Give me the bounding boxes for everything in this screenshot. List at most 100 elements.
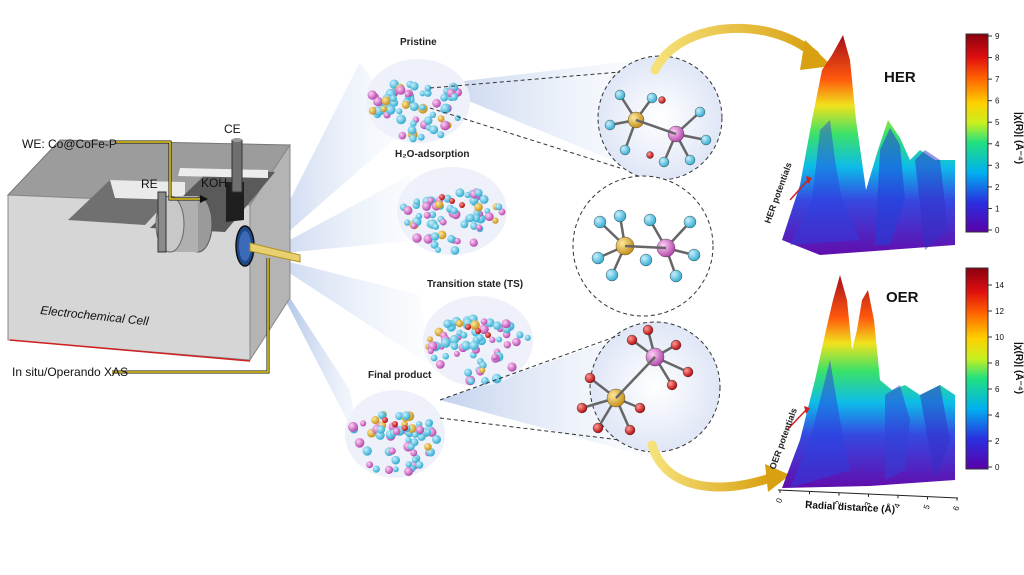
- atom: [501, 319, 511, 329]
- atom: [412, 431, 419, 438]
- atom: [429, 125, 439, 135]
- atom: [405, 437, 412, 444]
- atom: [401, 100, 410, 109]
- counter-electrode-label: CE: [224, 122, 241, 136]
- stage-transition-label: Transition state (TS): [427, 279, 523, 290]
- atom: [422, 201, 431, 211]
- oxygen-atom: [624, 424, 636, 436]
- atom: [396, 108, 403, 115]
- atom: [391, 455, 401, 465]
- atom: [437, 230, 447, 240]
- atom: [476, 224, 483, 231]
- atom: [455, 319, 464, 328]
- atom: [348, 421, 358, 432]
- atom: [428, 211, 437, 219]
- atom: [372, 465, 380, 473]
- atom: [410, 120, 417, 127]
- oxygen-atom: [670, 339, 682, 351]
- atom: [480, 318, 488, 325]
- atom: [415, 425, 425, 434]
- atom: [481, 377, 489, 385]
- x-tick-label: 0: [774, 496, 784, 504]
- atom: [474, 202, 483, 212]
- atom: [392, 466, 399, 473]
- xas-label: In situ/Operando XAS: [12, 365, 128, 379]
- stage-adsorption-label: H₂O-adsorption: [395, 149, 469, 160]
- atom: [412, 233, 422, 243]
- phosphorus-atom: [694, 106, 706, 118]
- atom: [479, 361, 487, 369]
- atom: [429, 111, 437, 119]
- atom: [447, 234, 456, 243]
- oxygen-atom: [439, 194, 445, 200]
- oxygen-atom: [682, 366, 694, 378]
- atom: [392, 427, 401, 436]
- atom: [442, 352, 450, 360]
- atom: [430, 354, 438, 362]
- atom: [407, 443, 415, 451]
- atom: [495, 203, 503, 211]
- atom: [432, 98, 441, 108]
- colorbar-tick-label: 0: [995, 463, 1000, 472]
- atom: [492, 217, 499, 224]
- colorbar-tick-label: 10: [995, 333, 1004, 342]
- atom: [388, 447, 396, 455]
- atom: [491, 353, 498, 361]
- colorbar-tick-label: 8: [995, 359, 1000, 368]
- oxygen-atom: [475, 328, 481, 334]
- working-electrode-label: WE: Co@CoFe-P: [22, 137, 117, 151]
- colorbar-tick-label: 2: [995, 437, 1000, 446]
- atom: [411, 456, 418, 463]
- atom: [413, 198, 420, 205]
- atom: [484, 212, 494, 222]
- atom: [417, 133, 425, 141]
- atom: [469, 238, 478, 247]
- atom: [450, 246, 460, 255]
- atom: [492, 321, 502, 330]
- phosphorus-atom: [639, 253, 653, 267]
- colorbar-tick-label: 0: [995, 226, 1000, 235]
- atom: [460, 220, 469, 229]
- atom: [435, 246, 442, 253]
- atom: [362, 446, 372, 456]
- phosphorus-atom: [687, 248, 701, 262]
- oer-colorbar-label: |χ(R)| (Å⁻⁴): [1013, 342, 1024, 394]
- atom: [440, 93, 449, 102]
- atom: [430, 232, 440, 241]
- phosphorus-atom: [646, 92, 658, 104]
- oxygen-atom: [459, 202, 465, 208]
- crystal-cluster: [366, 59, 470, 143]
- atom: [407, 125, 417, 135]
- atom: [432, 223, 440, 230]
- atom: [367, 90, 377, 100]
- oer-x-axis-label: Radial distance (Å): [805, 498, 896, 516]
- atom: [427, 336, 433, 343]
- oxygen-atom: [634, 402, 646, 414]
- x-tick-label: 5: [922, 503, 932, 511]
- atom: [404, 219, 411, 226]
- atom: [423, 234, 433, 244]
- colorbar-tick-label: 7: [995, 75, 1000, 84]
- atom: [455, 188, 465, 198]
- phosphorus-atom: [669, 269, 683, 283]
- colorbar-tick-label: 14: [995, 281, 1004, 290]
- atom: [403, 205, 413, 215]
- colorbar-tick-label: 3: [995, 161, 1000, 170]
- atom: [437, 115, 445, 123]
- atom: [439, 218, 447, 226]
- atom: [424, 428, 432, 436]
- atom: [516, 331, 524, 339]
- atom: [432, 434, 441, 444]
- atom: [410, 222, 417, 229]
- atom: [430, 240, 439, 249]
- bond: [624, 244, 667, 250]
- stage-pristine-label: Pristine: [400, 37, 437, 48]
- atom: [464, 191, 471, 199]
- bond: [635, 118, 677, 136]
- oxygen-atom: [646, 151, 654, 159]
- colorbar-tick-label: 5: [995, 118, 1000, 127]
